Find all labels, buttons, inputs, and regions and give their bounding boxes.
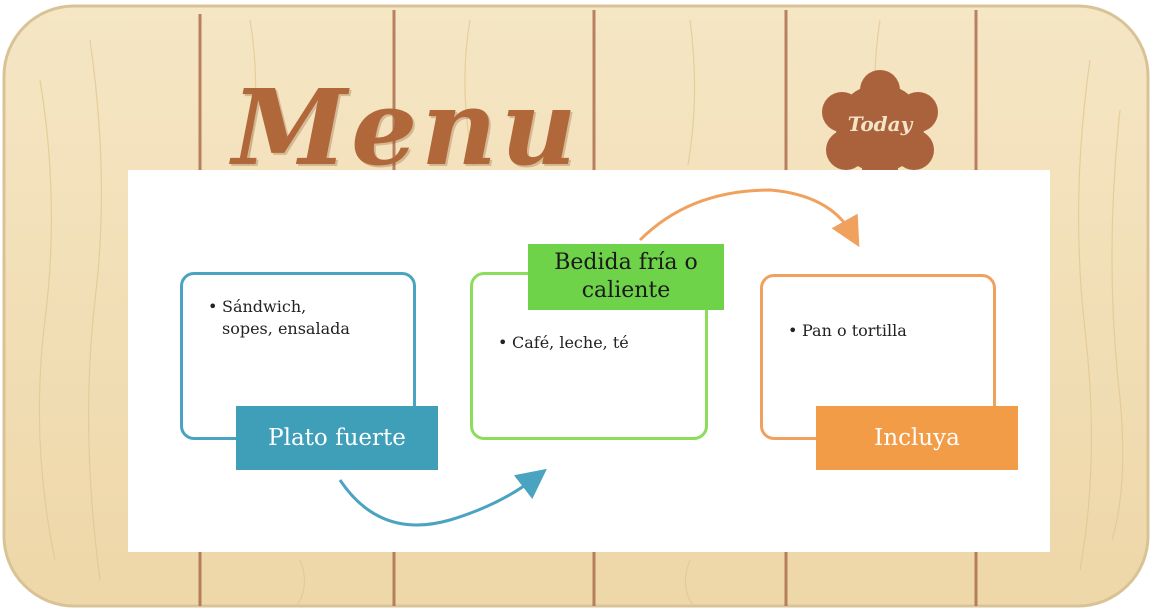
today-badge: Today xyxy=(847,112,913,136)
arrow-orange xyxy=(638,188,860,248)
wood-grain xyxy=(38,19,1124,605)
plank-lines xyxy=(198,10,978,606)
step-bullet-bebida: • Café, leche, té xyxy=(498,333,629,352)
step-bullet-plato-fuerte: • Sándwich, sopes, ensalada xyxy=(208,297,350,338)
menu-title: Menu xyxy=(232,66,581,189)
arrow-blue xyxy=(338,468,547,527)
badge-flower xyxy=(822,70,938,186)
step-label-bebida: Bedida fría o caliente xyxy=(528,244,724,310)
step-bullet-incluya: • Pan o tortilla xyxy=(788,321,907,340)
step-label-incluya: Incluya xyxy=(816,406,1018,470)
step-label-plato-fuerte: Plato fuerte xyxy=(236,406,438,470)
